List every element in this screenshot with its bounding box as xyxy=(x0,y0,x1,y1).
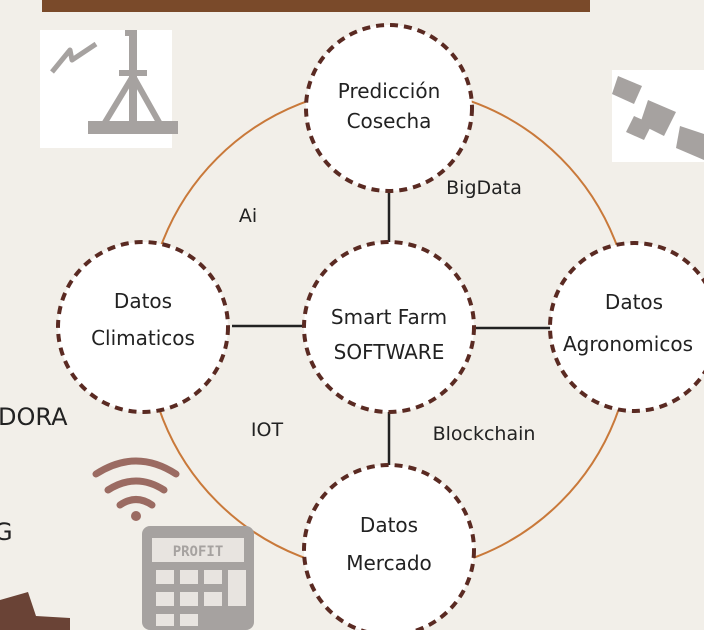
satellite-icon xyxy=(612,70,704,162)
label-blockchain: Blockchain xyxy=(433,423,536,445)
node-bottom: Datos Mercado xyxy=(302,463,476,630)
label-iot: IOT xyxy=(251,419,284,441)
node-left-line1: Datos xyxy=(114,289,172,313)
node-top-line2: Cosecha xyxy=(347,109,432,133)
calculator-icon: PROFIT xyxy=(142,526,254,630)
label-ai: Ai xyxy=(239,205,257,227)
partial-text-1: DORA xyxy=(0,403,68,431)
partial-text-2: G xyxy=(0,518,13,546)
node-top-line1: Predicción xyxy=(338,79,441,103)
node-left-line2: Climaticos xyxy=(91,326,195,350)
header-bar xyxy=(42,0,590,12)
label-bigdata: BigData xyxy=(446,177,522,199)
node-top: Predicción Cosecha xyxy=(304,23,474,193)
node-bottom-line1: Datos xyxy=(360,513,418,537)
bottom-left-shape xyxy=(0,592,70,630)
calculator-label: PROFIT xyxy=(173,544,224,560)
node-center-line2: SOFTWARE xyxy=(334,340,445,364)
node-right-line2: Agronomicos xyxy=(563,332,693,356)
wifi-icon xyxy=(92,457,180,521)
node-right-line1: Datos xyxy=(605,290,663,314)
weather-tower-icon xyxy=(40,30,178,148)
node-right: Datos Agronomicos xyxy=(548,241,704,413)
node-center: Smart Farm SOFTWARE xyxy=(302,240,476,414)
node-bottom-line2: Mercado xyxy=(346,551,432,575)
node-left: Datos Climaticos xyxy=(56,240,230,414)
node-center-line1: Smart Farm xyxy=(331,305,447,329)
